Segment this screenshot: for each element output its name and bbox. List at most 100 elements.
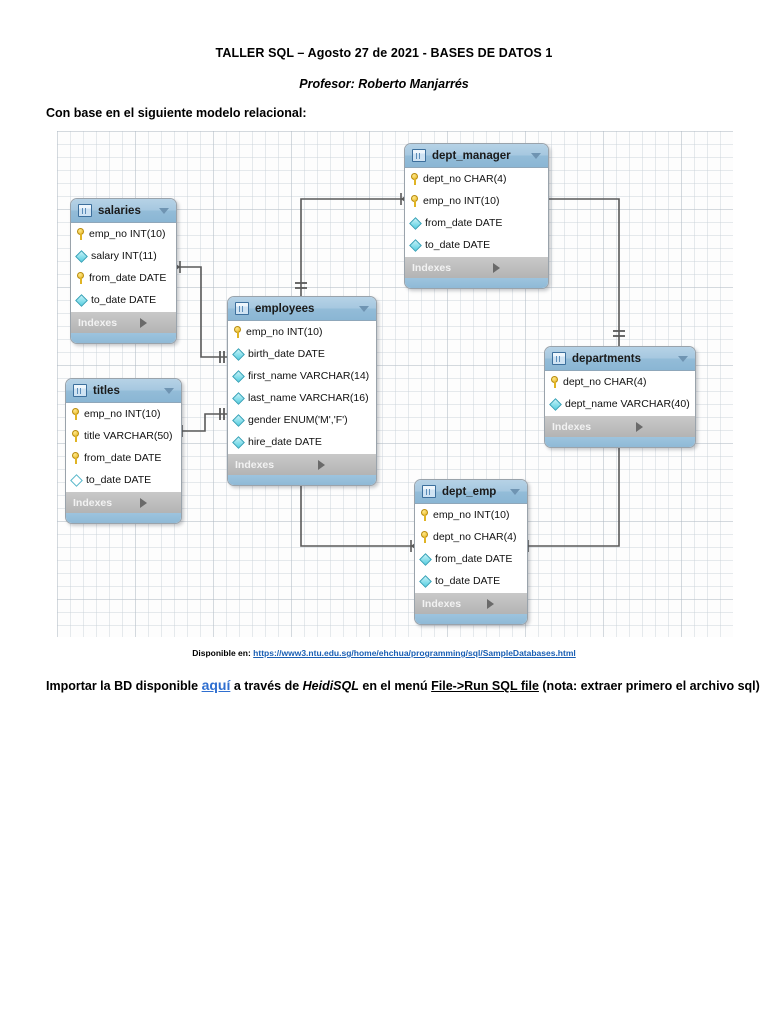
- chevron-down-icon[interactable]: [359, 305, 369, 312]
- column-row[interactable]: salary INT(11): [71, 245, 176, 267]
- source-label: Disponible en:: [192, 648, 251, 658]
- column-row[interactable]: emp_no INT(10): [228, 321, 376, 343]
- column-label: from_date DATE: [425, 217, 503, 229]
- indexes-bar[interactable]: Indexes: [415, 592, 527, 614]
- column-row[interactable]: emp_no INT(10): [405, 190, 548, 212]
- column-row[interactable]: emp_no INT(10): [66, 403, 181, 425]
- chevron-right-icon[interactable]: [139, 317, 169, 328]
- column-row[interactable]: last_name VARCHAR(16): [228, 387, 376, 409]
- entity-title: dept_emp: [442, 485, 497, 498]
- column-row[interactable]: first_name VARCHAR(14): [228, 365, 376, 387]
- entity-header-dept_manager[interactable]: dept_manager: [405, 144, 548, 168]
- chevron-down-icon[interactable]: [159, 207, 169, 214]
- column-label: emp_no INT(10): [84, 408, 161, 420]
- entity-header-dept_emp[interactable]: dept_emp: [415, 480, 527, 504]
- chevron-down-icon[interactable]: [164, 387, 174, 394]
- column-row[interactable]: dept_no CHAR(4): [545, 371, 695, 393]
- chevron-down-icon[interactable]: [678, 355, 688, 362]
- column-row[interactable]: to_date DATE: [66, 469, 181, 491]
- entity-footer-strip: [71, 333, 176, 343]
- entity-title: salaries: [98, 204, 141, 217]
- column-row[interactable]: from_date DATE: [415, 548, 527, 570]
- primary-key-icon: [551, 376, 558, 388]
- column-row[interactable]: birth_date DATE: [228, 343, 376, 365]
- table-icon: [422, 485, 436, 498]
- table-icon: [552, 352, 566, 365]
- chevron-right-icon[interactable]: [318, 459, 369, 470]
- entity-header-departments[interactable]: departments: [545, 347, 695, 371]
- indexes-label: Indexes: [235, 458, 275, 471]
- column-row[interactable]: title VARCHAR(50): [66, 425, 181, 447]
- column-diamond-icon: [409, 216, 422, 230]
- column-row[interactable]: from_date DATE: [66, 447, 181, 469]
- table-icon: [235, 302, 249, 315]
- entity-header-employees[interactable]: employees: [228, 297, 376, 321]
- primary-key-icon: [77, 272, 84, 284]
- entity-table-dept_emp[interactable]: dept_emp emp_no INT(10)dept_no CHAR(4)fro…: [414, 479, 528, 625]
- entity-table-salaries[interactable]: salaries emp_no INT(10) salary INT(11) from…: [70, 198, 177, 344]
- column-label: dept_no CHAR(4): [423, 173, 507, 185]
- column-diamond-icon: [232, 391, 245, 405]
- column-diamond-icon: [232, 413, 245, 427]
- primary-key-icon: [411, 195, 418, 207]
- indexes-label: Indexes: [422, 597, 462, 610]
- indexes-bar[interactable]: Indexes: [71, 311, 176, 333]
- column-row[interactable]: to_date DATE: [405, 234, 548, 256]
- column-row[interactable]: to_date DATE: [71, 289, 176, 311]
- entity-footer-strip: [228, 475, 376, 485]
- indexes-bar[interactable]: Indexes: [405, 256, 548, 278]
- column-row[interactable]: dept_no CHAR(4): [415, 526, 527, 548]
- entity-title: titles: [93, 384, 120, 397]
- chevron-right-icon[interactable]: [636, 421, 688, 432]
- indexes-bar[interactable]: Indexes: [228, 453, 376, 475]
- column-diamond-icon: [419, 552, 432, 566]
- column-row[interactable]: from_date DATE: [405, 212, 548, 234]
- primary-key-icon: [411, 173, 418, 185]
- chevron-right-icon[interactable]: [487, 598, 520, 609]
- primary-key-icon: [234, 326, 241, 338]
- entity-table-dept_manager[interactable]: dept_manager dept_no CHAR(4) emp_no INT(10…: [404, 143, 549, 289]
- column-label: to_date DATE: [91, 294, 157, 306]
- entity-footer-strip: [545, 437, 695, 447]
- indexes-bar[interactable]: Indexes: [66, 491, 181, 513]
- chevron-down-icon[interactable]: [510, 488, 520, 495]
- chevron-right-icon[interactable]: [139, 497, 174, 508]
- column-row[interactable]: emp_no INT(10): [415, 504, 527, 526]
- column-label: title VARCHAR(50): [84, 430, 173, 442]
- source-url-link[interactable]: https://www3.ntu.edu.sg/home/ehchua/prog…: [253, 648, 576, 658]
- table-icon: [412, 149, 426, 162]
- footer-part2: a través de: [230, 679, 303, 693]
- column-row[interactable]: emp_no INT(10): [71, 223, 176, 245]
- column-row[interactable]: hire_date DATE: [228, 431, 376, 453]
- indexes-label: Indexes: [412, 261, 452, 274]
- aqui-link[interactable]: aquí: [201, 677, 231, 693]
- column-row[interactable]: to_date DATE: [415, 570, 527, 592]
- entity-footer-strip: [66, 513, 181, 523]
- column-label: to_date DATE: [86, 474, 152, 486]
- column-label: salary INT(11): [91, 250, 157, 262]
- column-row[interactable]: gender ENUM('M','F'): [228, 409, 376, 431]
- column-label: last_name VARCHAR(16): [248, 392, 369, 404]
- column-row[interactable]: from_date DATE: [71, 267, 176, 289]
- chevron-right-icon[interactable]: [492, 262, 541, 273]
- entity-header-titles[interactable]: titles: [66, 379, 181, 403]
- column-label: gender ENUM('M','F'): [248, 414, 348, 426]
- column-diamond-icon: [549, 397, 562, 411]
- column-row[interactable]: dept_no CHAR(4): [405, 168, 548, 190]
- indexes-label: Indexes: [552, 420, 592, 433]
- primary-key-icon: [72, 452, 79, 464]
- entity-title: employees: [255, 302, 315, 315]
- column-row[interactable]: dept_name VARCHAR(40): [545, 393, 695, 415]
- indexes-bar[interactable]: Indexes: [545, 415, 695, 437]
- chevron-down-icon[interactable]: [531, 152, 541, 159]
- primary-key-icon: [72, 430, 79, 442]
- entity-footer-strip: [415, 614, 527, 624]
- column-label: to_date DATE: [435, 575, 501, 587]
- column-diamond-icon: [75, 249, 88, 263]
- entity-table-titles[interactable]: titles emp_no INT(10) title VARCHAR(50) fro…: [65, 378, 182, 524]
- column-diamond-icon: [419, 574, 432, 588]
- entity-header-salaries[interactable]: salaries: [71, 199, 176, 223]
